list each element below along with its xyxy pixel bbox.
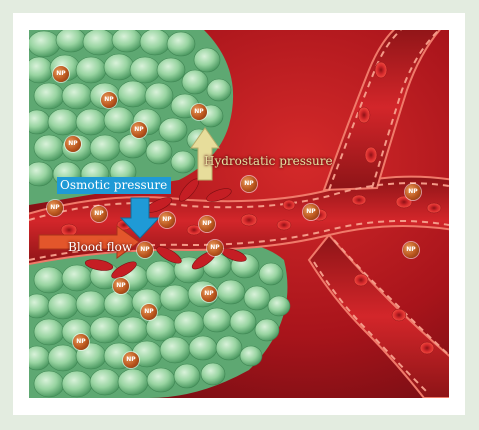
- nanoparticle-marker: NP: [131, 122, 147, 138]
- nanoparticle-marker: NP: [405, 184, 421, 200]
- nanoparticle-marker: NP: [141, 304, 157, 320]
- nanoparticle-marker: NP: [403, 242, 419, 258]
- nanoparticle-marker: NP: [241, 176, 257, 192]
- blood-flow-arrow: [38, 225, 140, 259]
- hydrostatic-pressure-arrow: [190, 127, 220, 181]
- nanoparticle-marker: NP: [65, 136, 81, 152]
- nanoparticle-marker: NP: [91, 206, 107, 222]
- tumor-vasculature-illustration: NP NP NP NP NP NP NP NP NP NP NP NP NP N…: [29, 30, 449, 398]
- nanoparticle-marker: NP: [201, 286, 217, 302]
- nanoparticle-marker: NP: [53, 66, 69, 82]
- nanoparticle-marker: NP: [47, 200, 63, 216]
- nanoparticle-marker: NP: [191, 104, 207, 120]
- illustration-frame: NP NP NP NP NP NP NP NP NP NP NP NP NP N…: [13, 13, 465, 415]
- tumor-cell-cluster-upper: [29, 30, 234, 205]
- nanoparticle-marker: NP: [207, 240, 223, 256]
- nanoparticle-marker: NP: [199, 216, 215, 232]
- nanoparticle-marker: NP: [123, 352, 139, 368]
- osmotic-pressure-arrow: [119, 197, 161, 239]
- nanoparticle-marker: NP: [73, 334, 89, 350]
- nanoparticle-marker: NP: [113, 278, 129, 294]
- nanoparticle-marker: NP: [137, 242, 153, 258]
- nanoparticle-marker: NP: [101, 92, 117, 108]
- tumor-cell-cluster-lower: [29, 242, 291, 398]
- endothelial-cells: [84, 178, 247, 279]
- illustration-canvas: [29, 30, 449, 398]
- nanoparticle-marker: NP: [303, 204, 319, 220]
- nanoparticle-marker: NP: [159, 212, 175, 228]
